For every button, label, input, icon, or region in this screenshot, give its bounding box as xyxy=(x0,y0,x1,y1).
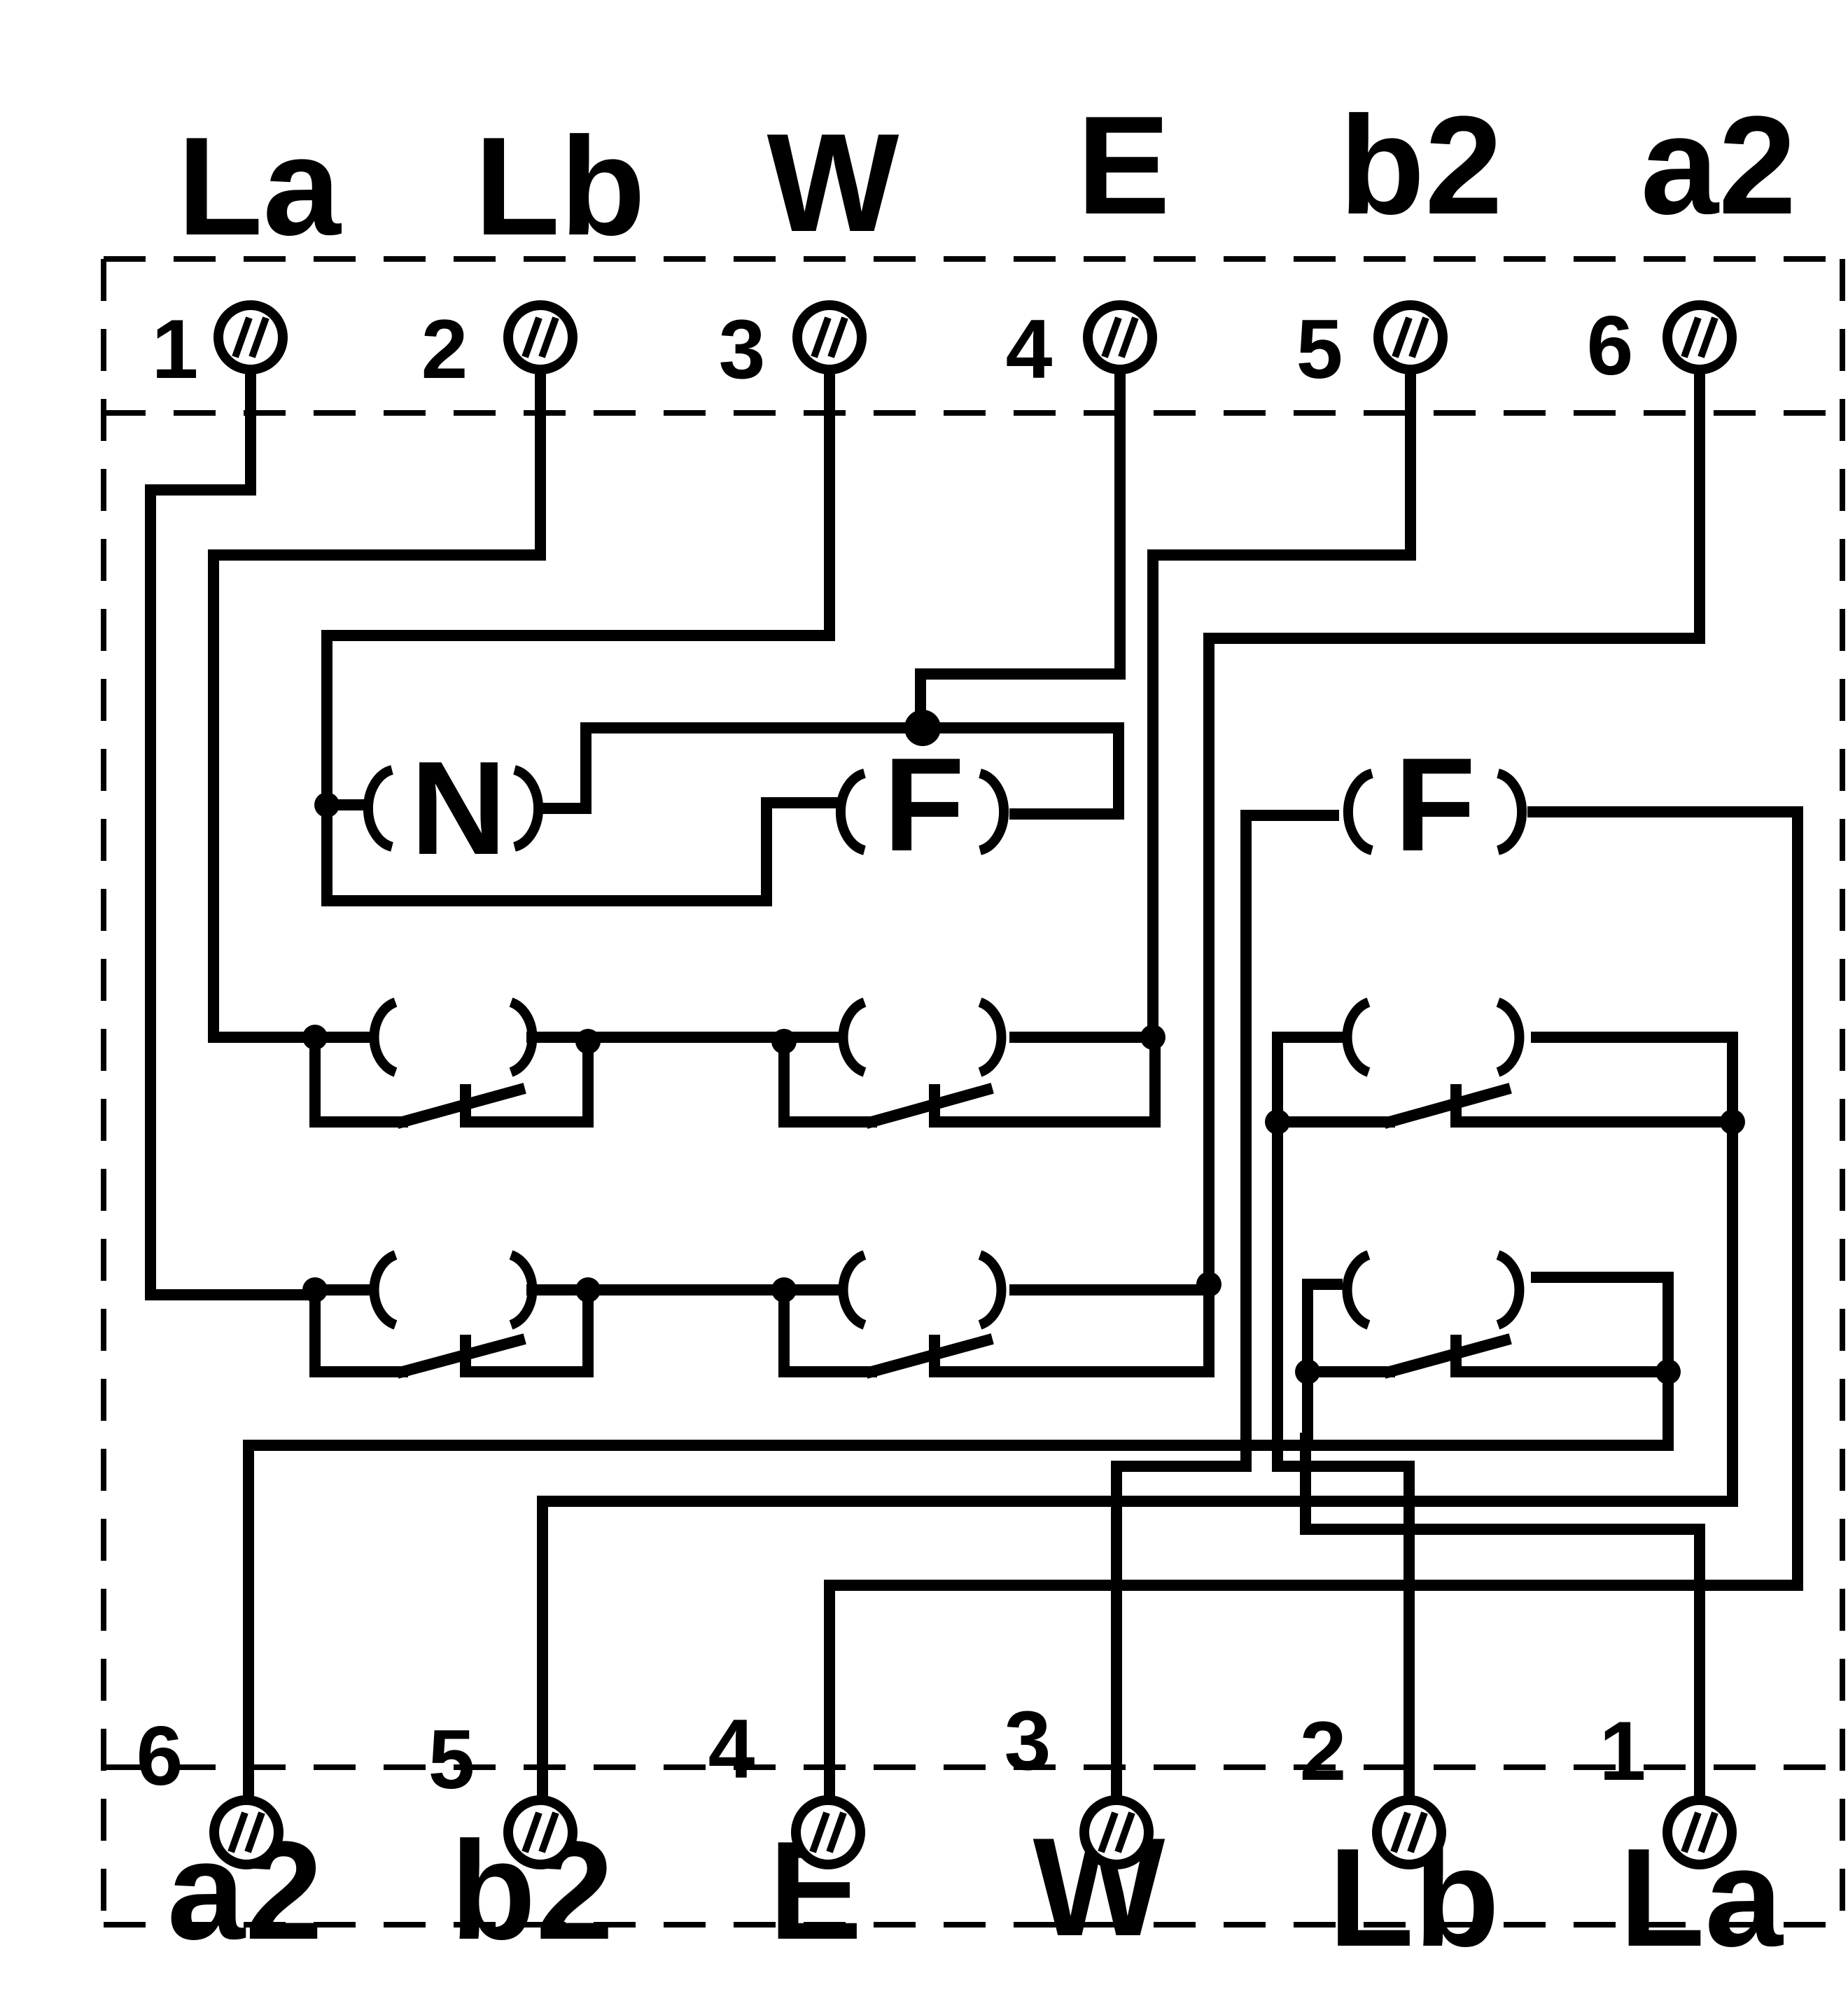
top-label-lb: Lb xyxy=(475,108,645,265)
coil-n-right-arc xyxy=(512,765,544,852)
enclosure-border xyxy=(101,256,1845,1928)
wire-t3 xyxy=(321,337,839,906)
terminal-screw-icon xyxy=(1373,300,1448,374)
top-num-2: 2 xyxy=(421,302,468,396)
wire-right-f-right xyxy=(824,806,1803,1811)
coil-f-right-arc-a xyxy=(1343,768,1374,855)
wire-right-f-left xyxy=(1111,810,1339,1811)
top-label-e: E xyxy=(1077,87,1170,244)
top-label-a2: a2 xyxy=(1641,87,1796,244)
terminal-screw-icon xyxy=(503,1795,578,1869)
bottom-num-3: 3 xyxy=(1004,1694,1051,1788)
wire-t1 xyxy=(145,337,321,1300)
coil-f-left-label: F xyxy=(883,731,965,879)
contact-arcs xyxy=(363,765,1527,1330)
terminal-screw-icon xyxy=(791,1795,865,1869)
wire-t2 xyxy=(208,337,546,1043)
top-label-w: W xyxy=(767,105,899,261)
coil-f-left-arc-a xyxy=(835,768,867,855)
terminal-screw-icon xyxy=(1083,300,1157,374)
top-num-5: 5 xyxy=(1296,302,1343,396)
terminal-screw-icon xyxy=(1662,300,1737,374)
bottom-num-1: 1 xyxy=(1600,1704,1646,1798)
coil-f-right-arc-b xyxy=(1496,768,1527,855)
bottom-terminals xyxy=(209,1795,1737,1869)
terminal-screw-icon xyxy=(209,1795,284,1869)
coil-n-left-arc xyxy=(363,765,394,852)
terminal-screw-icon xyxy=(792,300,867,374)
coil-f-left-arc-b xyxy=(978,768,1009,855)
bottom-num-2: 2 xyxy=(1300,1704,1347,1798)
top-label-b2: b2 xyxy=(1339,87,1502,244)
coil-f-right-label: F xyxy=(1394,731,1476,879)
top-labels: La Lb W E b2 a2 xyxy=(177,87,1796,265)
terminal-screw-icon xyxy=(1372,1795,1446,1869)
top-num-3: 3 xyxy=(719,302,766,396)
wire-coil-n-right xyxy=(540,722,1124,820)
junction-dots xyxy=(302,710,1745,1384)
top-terminals xyxy=(214,300,1737,374)
coil-labels: N F F xyxy=(410,731,1476,883)
bottom-num-6: 6 xyxy=(136,1709,183,1803)
bottom-terminal-numbers: 6 5 4 3 2 1 xyxy=(136,1694,1646,1806)
top-num-4: 4 xyxy=(1006,302,1053,396)
coil-n-label: N xyxy=(410,734,506,883)
terminal-screw-icon xyxy=(1662,1795,1737,1869)
terminal-screw-icon xyxy=(1079,1795,1154,1869)
top-num-6: 6 xyxy=(1587,299,1634,393)
bottom-labels: a2 b2 E W Lb La xyxy=(167,1809,1784,1976)
top-terminal-numbers: 1 2 3 4 5 6 xyxy=(152,299,1634,396)
top-label-la: La xyxy=(177,108,342,265)
terminal-screw-icon xyxy=(214,300,288,374)
top-num-1: 1 xyxy=(152,302,199,396)
wiring xyxy=(145,337,1803,1811)
bottom-num-4: 4 xyxy=(708,1702,755,1796)
bottom-num-5: 5 xyxy=(428,1713,475,1806)
wire-t4 xyxy=(915,337,1126,733)
terminal-screw-icon xyxy=(503,300,578,374)
